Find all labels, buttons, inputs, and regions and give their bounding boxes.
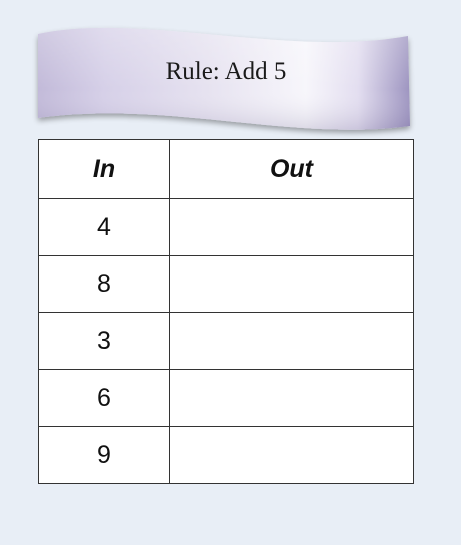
- table-row: 8: [38, 255, 414, 313]
- in-column-header: In: [38, 139, 170, 199]
- in-cell: 4: [38, 198, 170, 256]
- in-cell: 8: [38, 255, 170, 313]
- in-cell: 6: [38, 369, 170, 427]
- table-header-row: In Out: [38, 139, 414, 199]
- rule-text: Rule: Add 5: [165, 58, 287, 85]
- table-row: 3: [38, 312, 414, 370]
- in-cell: 9: [38, 426, 170, 484]
- rule-banner: Rule: Add 5: [30, 18, 422, 144]
- out-cell[interactable]: [169, 255, 414, 313]
- banner-ribbon: [38, 27, 410, 130]
- table-row: 6: [38, 369, 414, 427]
- out-cell[interactable]: [169, 312, 414, 370]
- out-column-header: Out: [169, 139, 414, 199]
- in-cell: 3: [38, 312, 170, 370]
- table-row: 9: [38, 426, 414, 484]
- out-cell[interactable]: [169, 369, 414, 427]
- out-cell[interactable]: [169, 198, 414, 256]
- input-output-table: In Out 4 8 3 6 9: [38, 139, 414, 484]
- table-row: 4: [38, 198, 414, 256]
- out-cell[interactable]: [169, 426, 414, 484]
